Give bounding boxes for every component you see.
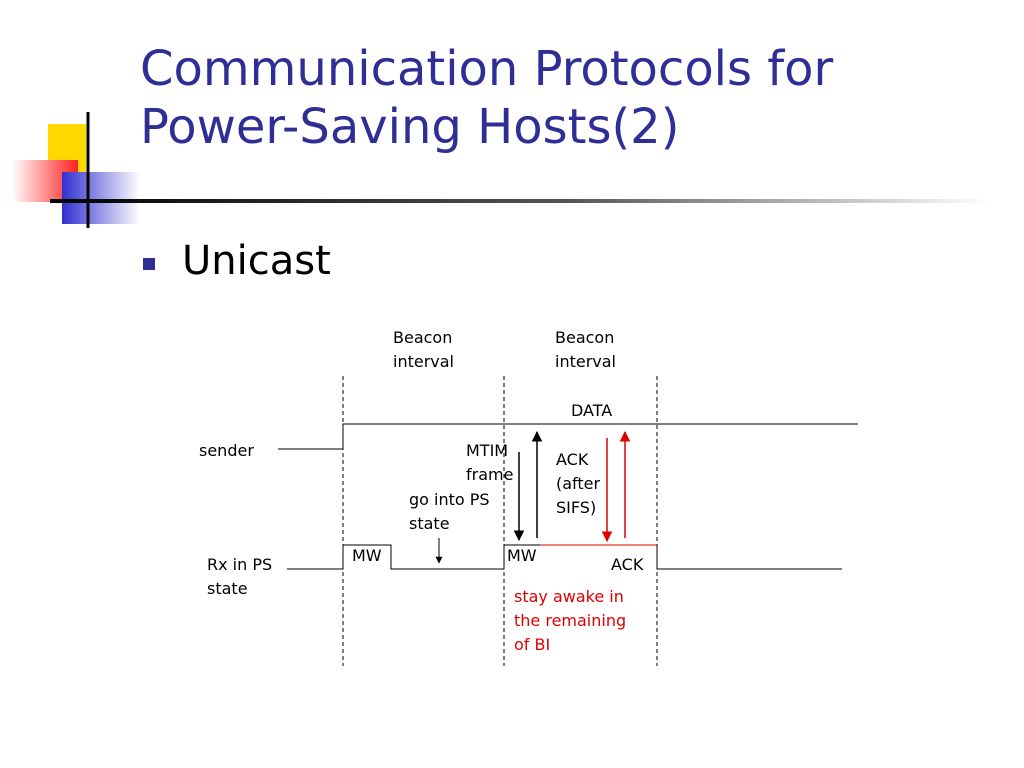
mtim-frame-label: MTIM frame (466, 441, 513, 484)
title-line-1: Communication Protocols for (140, 41, 834, 97)
logo-blue-gradient (62, 172, 140, 224)
title-line-2: Power-Saving Hosts(2) (140, 99, 680, 155)
receiver-timeline-end (656, 545, 842, 570)
data-label: DATA (571, 401, 612, 420)
slide-title: Communication Protocols for Power-Saving… (140, 40, 1000, 156)
go-into-ps-label: go into PS state (409, 490, 495, 533)
ack-label: ACK (611, 555, 644, 574)
receiver-label: Rx in PS state (207, 555, 277, 598)
bullet-text: Unicast (182, 238, 331, 284)
sender-label: sender (199, 441, 254, 460)
sender-timeline (278, 423, 858, 450)
stay-awake-label: stay awake in the remaining of BI (514, 587, 631, 654)
ack-after-sifs-label: ACK (after SIFS) (556, 450, 605, 517)
beacon-interval-label-1: Beacon interval (393, 328, 457, 371)
beacon-interval-label-2: Beacon interval (555, 328, 619, 371)
receiver-timeline (287, 544, 540, 570)
decorative-logo (12, 112, 140, 228)
mw-label-1: MW (352, 546, 382, 565)
bullet-square-icon (143, 258, 155, 270)
title-underline (50, 199, 990, 203)
mw-label-2: MW (507, 546, 537, 565)
